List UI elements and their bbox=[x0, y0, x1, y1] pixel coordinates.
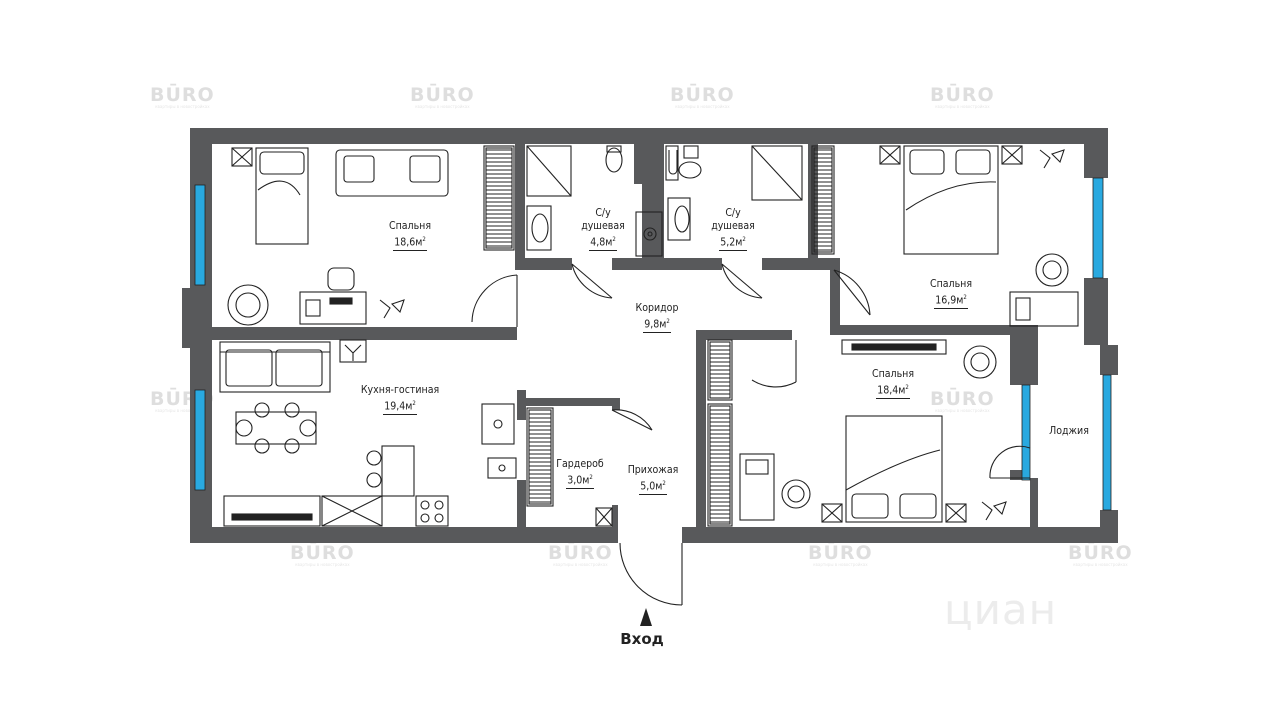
entrance-label: Вход bbox=[620, 630, 664, 648]
windows bbox=[195, 178, 1111, 510]
entrance-arrow-icon bbox=[640, 608, 652, 626]
room-label-loggia: Лоджия bbox=[1049, 425, 1089, 437]
walls bbox=[182, 128, 1118, 543]
furniture bbox=[219, 145, 1079, 527]
doors bbox=[471, 263, 1031, 606]
cian-watermark: циан bbox=[944, 585, 1058, 634]
